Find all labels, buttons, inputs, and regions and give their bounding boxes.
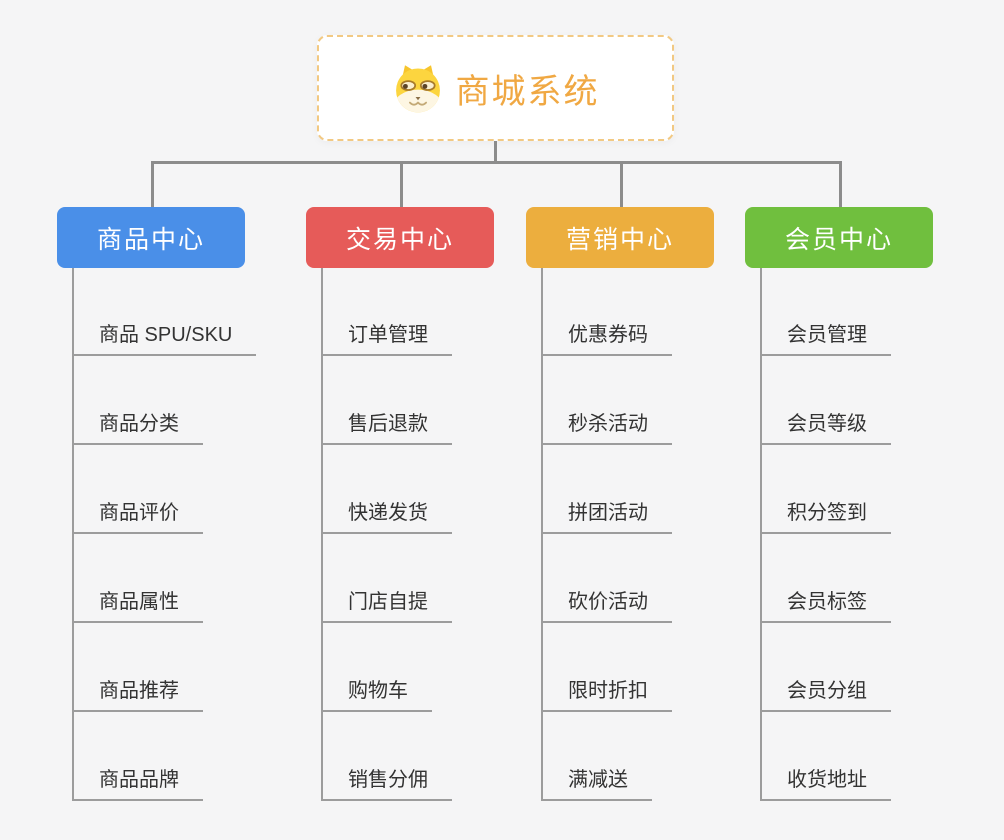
branch-trunk-line	[321, 268, 323, 801]
branch-node-3[interactable]: 营销中心	[526, 207, 714, 268]
leaf-topic[interactable]: 会员分组	[760, 678, 891, 712]
branch-trunk-line	[72, 268, 74, 801]
leaf-topic-label: 商品分类	[99, 413, 179, 435]
leaf-topic-label: 门店自提	[348, 591, 428, 613]
leaf-topic-label: 秒杀活动	[568, 413, 648, 435]
leaf-topic-label: 收货地址	[787, 769, 867, 791]
branch-drop-line	[151, 161, 154, 207]
leaf-topic[interactable]: 商品 SPU/SKU	[72, 322, 257, 356]
branch-node-2[interactable]: 交易中心	[306, 207, 494, 268]
leaf-topic[interactable]: 销售分佣	[321, 767, 452, 801]
leaf-topic[interactable]: 秒杀活动	[541, 411, 672, 445]
leaf-topic[interactable]: 门店自提	[321, 589, 452, 623]
leaf-topic-label: 商品评价	[99, 502, 179, 524]
branch-label: 会员中心	[784, 225, 893, 254]
leaf-topic[interactable]: 会员等级	[760, 411, 891, 445]
dog-face-icon	[395, 65, 440, 113]
leaf-topic[interactable]: 砍价活动	[541, 589, 672, 623]
leaf-topic[interactable]: 商品评价	[72, 500, 203, 534]
leaf-topic[interactable]: 商品品牌	[72, 767, 203, 801]
leaf-topic-label: 会员管理	[787, 324, 867, 346]
leaf-topic-label: 商品品牌	[99, 769, 179, 791]
branch-node-4[interactable]: 会员中心	[745, 207, 933, 268]
branch-drop-line	[839, 161, 842, 207]
branch-label: 商品中心	[96, 225, 205, 254]
leaf-topic[interactable]: 会员标签	[760, 589, 891, 623]
leaf-topic[interactable]: 积分签到	[760, 500, 891, 534]
branch-drop-line	[620, 161, 623, 207]
leaf-topic-label: 积分签到	[787, 502, 867, 524]
leaf-topic[interactable]: 商品属性	[72, 589, 203, 623]
root-node[interactable]: 商城系统	[317, 35, 674, 141]
leaf-topic[interactable]: 购物车	[321, 678, 432, 712]
leaf-topic[interactable]: 订单管理	[321, 322, 452, 356]
leaf-topic[interactable]: 满减送	[541, 767, 652, 801]
leaf-topic[interactable]: 售后退款	[321, 411, 452, 445]
leaf-topic[interactable]: 商品分类	[72, 411, 203, 445]
leaf-topic-label: 会员标签	[787, 591, 867, 613]
root-title: 商城系统	[455, 72, 600, 111]
branch-label: 交易中心	[345, 225, 454, 254]
leaf-topic-label: 会员等级	[787, 413, 867, 435]
leaf-topic-label: 售后退款	[348, 413, 428, 435]
leaf-topic[interactable]: 商品推荐	[72, 678, 203, 712]
leaf-topic[interactable]: 优惠券码	[541, 322, 672, 356]
root-stem-line	[494, 141, 497, 164]
branch-node-1[interactable]: 商品中心	[57, 207, 245, 268]
leaf-topic-label: 满减送	[568, 769, 628, 791]
leaf-topic[interactable]: 限时折扣	[541, 678, 672, 712]
leaf-topic[interactable]: 收货地址	[760, 767, 891, 801]
leaf-topic-label: 会员分组	[787, 680, 867, 702]
leaf-topic[interactable]: 拼团活动	[541, 500, 672, 534]
leaf-topic-label: 订单管理	[348, 324, 428, 346]
leaf-topic-label: 销售分佣	[348, 769, 428, 791]
leaf-topic-label: 限时折扣	[568, 680, 648, 702]
leaf-topic-label: 拼团活动	[568, 502, 648, 524]
leaf-topic-label: 购物车	[348, 680, 408, 702]
branch-trunk-line	[760, 268, 762, 801]
branch-bus-line	[151, 161, 842, 164]
leaf-topic-label: 商品属性	[99, 591, 179, 613]
branch-trunk-line	[541, 268, 543, 801]
leaf-topic-label: 砍价活动	[568, 591, 648, 613]
leaf-topic-label: 商品推荐	[99, 680, 179, 702]
leaf-topic-label: 优惠券码	[568, 324, 648, 346]
branch-label: 营销中心	[565, 225, 674, 254]
branch-drop-line	[400, 161, 403, 207]
leaf-topic-label: 快递发货	[348, 502, 428, 524]
leaf-topic[interactable]: 快递发货	[321, 500, 452, 534]
leaf-topic[interactable]: 会员管理	[760, 322, 891, 356]
leaf-topic-label: 商品 SPU/SKU	[99, 324, 233, 346]
